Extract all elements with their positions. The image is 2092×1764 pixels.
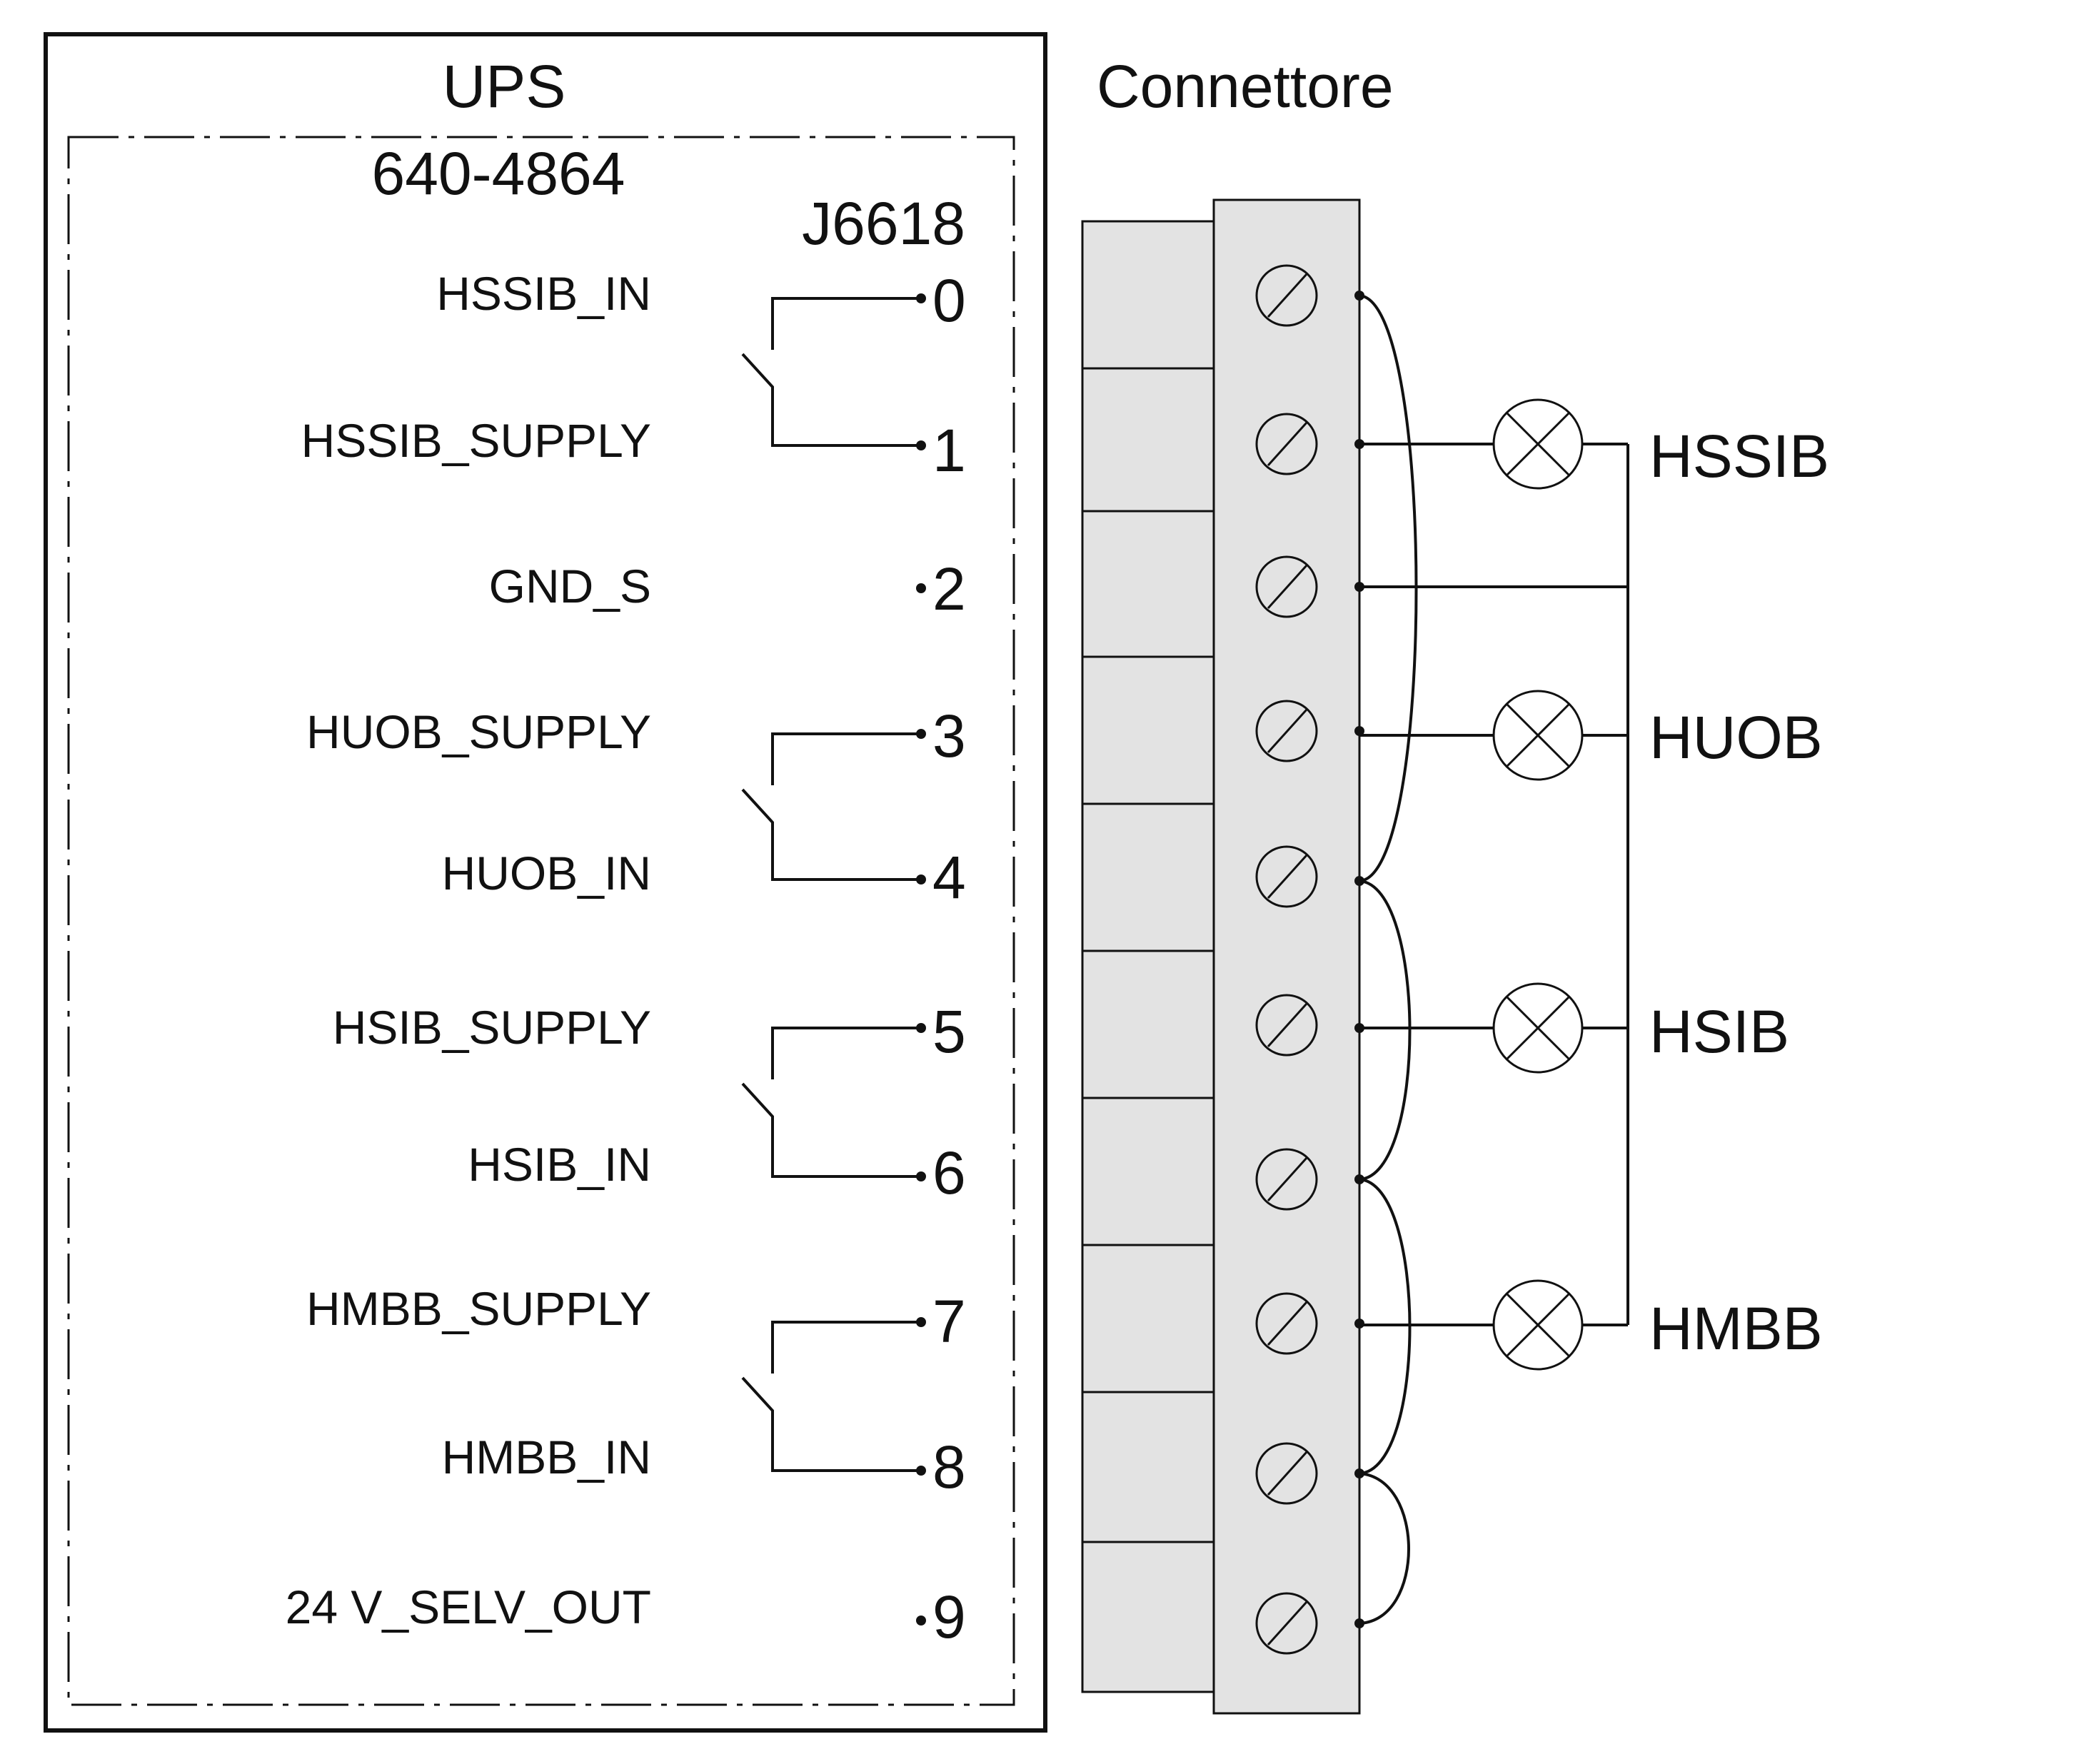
screw-icon <box>1255 1442 1318 1505</box>
ups-title: UPS <box>443 53 566 120</box>
lamp-label: HMBB <box>1649 1295 1823 1362</box>
screw-terminals <box>1255 264 1318 1655</box>
pin-number: 1 <box>932 417 966 484</box>
signal-label: GND_S <box>489 560 651 613</box>
signal-label: HMBB_SUPPLY <box>306 1282 651 1335</box>
connector-id-label: J6618 <box>802 190 965 257</box>
pin-numbers: 0 1 2 3 4 5 6 7 8 9 <box>932 267 966 1650</box>
lamps <box>1492 398 1584 1371</box>
jumper-wires <box>1359 294 1418 1625</box>
signal-label: HUOB_SUPPLY <box>306 705 651 758</box>
signal-label: 24 V_SELV_OUT <box>286 1581 651 1633</box>
signal-label: HSIB_IN <box>468 1138 651 1191</box>
lamp-label: HUOB <box>1649 704 1823 771</box>
jumper-8-9 <box>1359 1472 1410 1625</box>
screw-icon <box>1255 1592 1318 1655</box>
lamp-labels: HSSIB HUOB HSIB HMBB <box>1649 423 1829 1362</box>
pin-dot <box>916 583 926 593</box>
lamp-wiring <box>1359 443 1629 1326</box>
relay-contacts <box>741 297 921 1472</box>
lamp-icon <box>1492 982 1584 1074</box>
pin-number: 5 <box>932 998 966 1065</box>
relay-contact-hssib <box>741 297 921 447</box>
signal-labels: HSSIB_IN HSSIB_SUPPLY GND_S HUOB_SUPPLY … <box>286 267 651 1633</box>
pin-number: 8 <box>932 1433 966 1501</box>
relay-contact-hmbb <box>741 1321 921 1472</box>
lamp-label: HSSIB <box>1649 423 1829 490</box>
screw-icon <box>1255 700 1318 762</box>
signal-label: HSIB_SUPPLY <box>333 1001 651 1054</box>
screw-icon <box>1255 264 1318 327</box>
signal-label: HSSIB_SUPPLY <box>301 414 651 467</box>
lamp-label: HSIB <box>1649 998 1789 1065</box>
lamp-icon <box>1492 1279 1584 1371</box>
pin-number: 7 <box>932 1288 966 1355</box>
connector-title: Connettore <box>1097 53 1394 120</box>
board-frame <box>67 136 1015 1706</box>
pin-number: 2 <box>932 555 966 623</box>
screw-icon <box>1255 555 1318 618</box>
terminal-block <box>1081 198 1361 1715</box>
terminal-block-left <box>1081 220 1215 1693</box>
ups-frame <box>44 32 1047 1733</box>
relay-contact-hsib <box>741 1027 921 1178</box>
pin-number: 0 <box>932 267 966 334</box>
lamp-icon <box>1492 690 1584 781</box>
jumper-6-8 <box>1359 1178 1412 1475</box>
signal-label: HUOB_IN <box>442 847 651 899</box>
signal-label: HMBB_IN <box>442 1431 651 1483</box>
screw-icon <box>1255 1292 1318 1355</box>
pin-number: 9 <box>932 1583 966 1650</box>
pin-number: 4 <box>932 844 966 911</box>
lamp-icon <box>1492 398 1584 490</box>
screw-icon <box>1255 994 1318 1057</box>
board-label: 640-4864 <box>372 140 625 207</box>
screw-icon <box>1255 845 1318 908</box>
jumper-0-4 <box>1359 294 1418 882</box>
signal-label: HSSIB_IN <box>436 267 651 320</box>
pin-dots <box>916 293 926 1626</box>
pin-number: 6 <box>932 1139 966 1206</box>
screw-icon <box>1255 1148 1318 1211</box>
pin-dot <box>916 1616 926 1626</box>
screw-icon <box>1255 413 1318 475</box>
relay-contact-huob <box>741 732 921 881</box>
pin-number: 3 <box>932 702 966 770</box>
jumper-4-6 <box>1359 880 1412 1181</box>
